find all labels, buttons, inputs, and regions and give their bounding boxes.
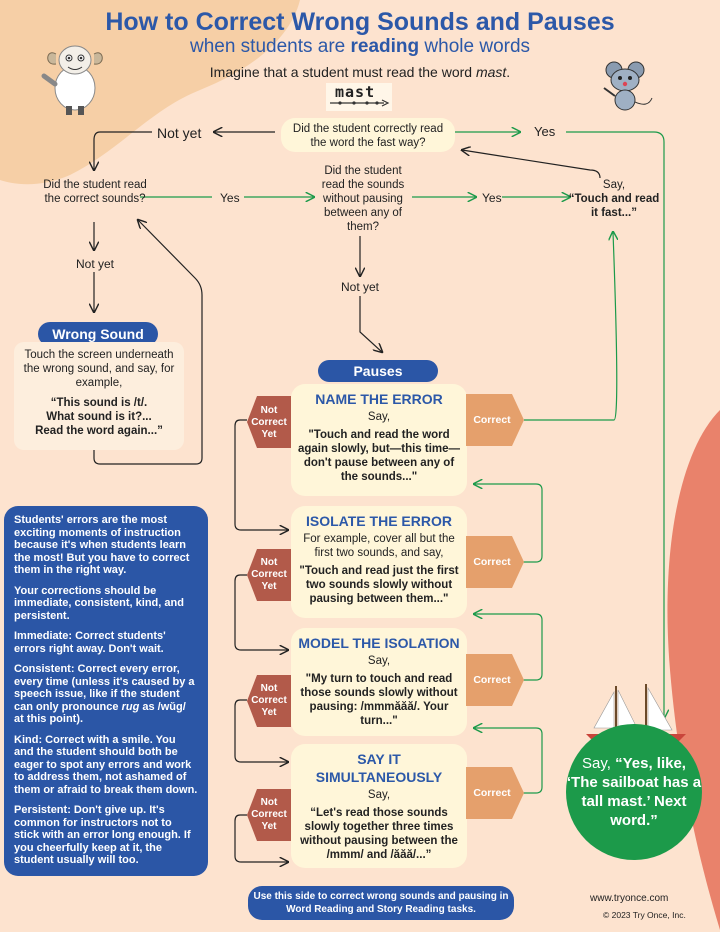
final-say: Say, (582, 755, 616, 772)
nc-not: Not (260, 683, 278, 694)
correct-tag (466, 654, 524, 706)
step-lead: Say, (367, 789, 391, 801)
correct-label: Correct (473, 556, 511, 568)
step-card: ISOLATE THE ERROR For example, cover all… (291, 506, 467, 618)
step-body: "Touch and read the word again slowly, b… (297, 429, 461, 483)
final-quote: “Yes, like, ‘The sailboat has a tall mas… (566, 755, 702, 829)
final-response-circle: Say, “Yes, like, ‘The sailboat has a tal… (566, 724, 702, 860)
nc-not: Not (260, 557, 278, 568)
nc-yet: Yet (261, 821, 277, 832)
correct-tag (466, 536, 524, 588)
correct-tag (466, 767, 524, 819)
consistent-word: rug (121, 700, 140, 713)
intro-post: . (506, 64, 511, 80)
error-principles-panel: Students' errors are the most exciting m… (4, 506, 208, 876)
nc-not: Not (260, 405, 278, 416)
question-without-pausing: Did the student read the sounds without … (321, 165, 405, 233)
question-correct-sounds: Did the student read the correct sounds? (43, 179, 147, 205)
background-blob-right (667, 410, 720, 930)
word-underline-graphic (326, 83, 392, 111)
wrong-sound-text: Touch the screen underneath the wrong so… (23, 349, 175, 389)
nc-correct: Correct (251, 695, 287, 706)
correct-label: Correct (473, 787, 511, 799)
step-lead: For example, cover all but the first two… (303, 533, 455, 559)
intro-pre: Imagine that a student must read the wor… (209, 64, 476, 80)
subtitle-pre: when students are (189, 36, 351, 57)
mouse-mascot-icon (603, 61, 653, 111)
page-subtitle: when students are reading whole words (0, 36, 720, 58)
consistent-post: as /wŭg/ at this point). (14, 700, 186, 726)
sheep-mascot-icon (41, 45, 103, 115)
yes-label-2: Yes (220, 191, 240, 205)
wrong-sound-quote-3: Read the word again...” (35, 425, 163, 437)
consistent-pre: Consistent: Correct every error, every t… (14, 663, 195, 713)
yes-label-3: Yes (482, 191, 502, 205)
step-card: NAME THE ERROR Say, "Touch and read the … (291, 384, 467, 496)
say-touch-fast: Say, “Touch and read it fast...” (566, 178, 662, 220)
correct-label: Correct (473, 674, 511, 686)
wrong-sound-quote-2: What sound is it?... (46, 411, 152, 423)
principle-persistent: Persistent: Don't give up. It's common f… (14, 804, 191, 866)
nc-correct: Correct (251, 809, 287, 820)
intro-text: Imagine that a student must read the wor… (0, 64, 720, 80)
not-correct-tag (247, 396, 291, 448)
nc-yet: Yet (261, 429, 277, 440)
nc-not: Not (260, 797, 278, 808)
principle-consistent: Consistent: Correct every error, every t… (14, 663, 198, 726)
say-label: Say, (602, 179, 626, 191)
step-body: "Touch and read just the first two sound… (299, 565, 459, 605)
subtitle-post: whole words (419, 36, 531, 57)
yes-label-1: Yes (534, 124, 556, 139)
usage-note: Use this side to correct wrong sounds an… (248, 886, 514, 920)
step-title: SAY IT SIMULTANEOUSLY (315, 751, 443, 785)
principle-kind: Kind: Correct with a smile. You and the … (14, 733, 198, 796)
wrong-sound-quote: “This sound is /t/. What sound is it?...… (20, 396, 178, 438)
website-link[interactable]: www.tryonce.com (590, 893, 669, 904)
nc-yet: Yet (261, 581, 277, 592)
nc-correct: Correct (251, 569, 287, 580)
principles-summary: Your corrections should be immediate, co… (14, 584, 184, 622)
step-lead: Say, (367, 655, 391, 667)
nc-correct: Correct (251, 417, 287, 428)
nc-yet: Yet (261, 707, 277, 718)
step-card: MODEL THE ISOLATION Say, "My turn to tou… (291, 628, 467, 736)
step-card: SAY IT SIMULTANEOUSLY Say, “Let's read t… (291, 744, 467, 868)
step-body: “Let's read those sounds slowly together… (300, 807, 458, 861)
not-yet-label-1: Not yet (157, 125, 202, 141)
principle-immediate: Immediate: Correct students' errors righ… (14, 630, 166, 655)
step-title: ISOLATE THE ERROR (306, 513, 452, 529)
not-correct-tag (247, 549, 291, 601)
touch-fast-quote: “Touch and read it fast...” (568, 193, 660, 219)
correct-tag (466, 394, 524, 446)
pauses-badge: Pauses (318, 360, 438, 382)
wrong-sound-box: Touch the screen underneath the wrong so… (14, 342, 184, 450)
correct-label: Correct (473, 414, 511, 426)
question-fast-way: Did the student correctly read the word … (281, 118, 455, 152)
not-yet-label-2: Not yet (76, 257, 115, 271)
step-title: NAME THE ERROR (315, 391, 443, 407)
wrong-sound-quote-1: “This sound is /t/. (50, 397, 148, 409)
step-title: MODEL THE ISOLATION (298, 635, 460, 651)
not-correct-tag (247, 789, 291, 841)
step-body: "My turn to touch and read those sounds … (300, 673, 458, 727)
step-lead: Say, (367, 411, 391, 423)
word-display: mast (326, 83, 392, 111)
word-text: mast (335, 83, 376, 101)
not-yet-label-3: Not yet (341, 280, 380, 294)
page-title: How to Correct Wrong Sounds and Pauses (105, 8, 615, 36)
subtitle-bold: reading (350, 36, 420, 57)
not-correct-tag (247, 675, 291, 727)
principles-intro: Students' errors are the most exciting m… (14, 514, 190, 576)
copyright: © 2023 Try Once, Inc. (603, 910, 686, 920)
intro-word: mast (475, 64, 507, 80)
